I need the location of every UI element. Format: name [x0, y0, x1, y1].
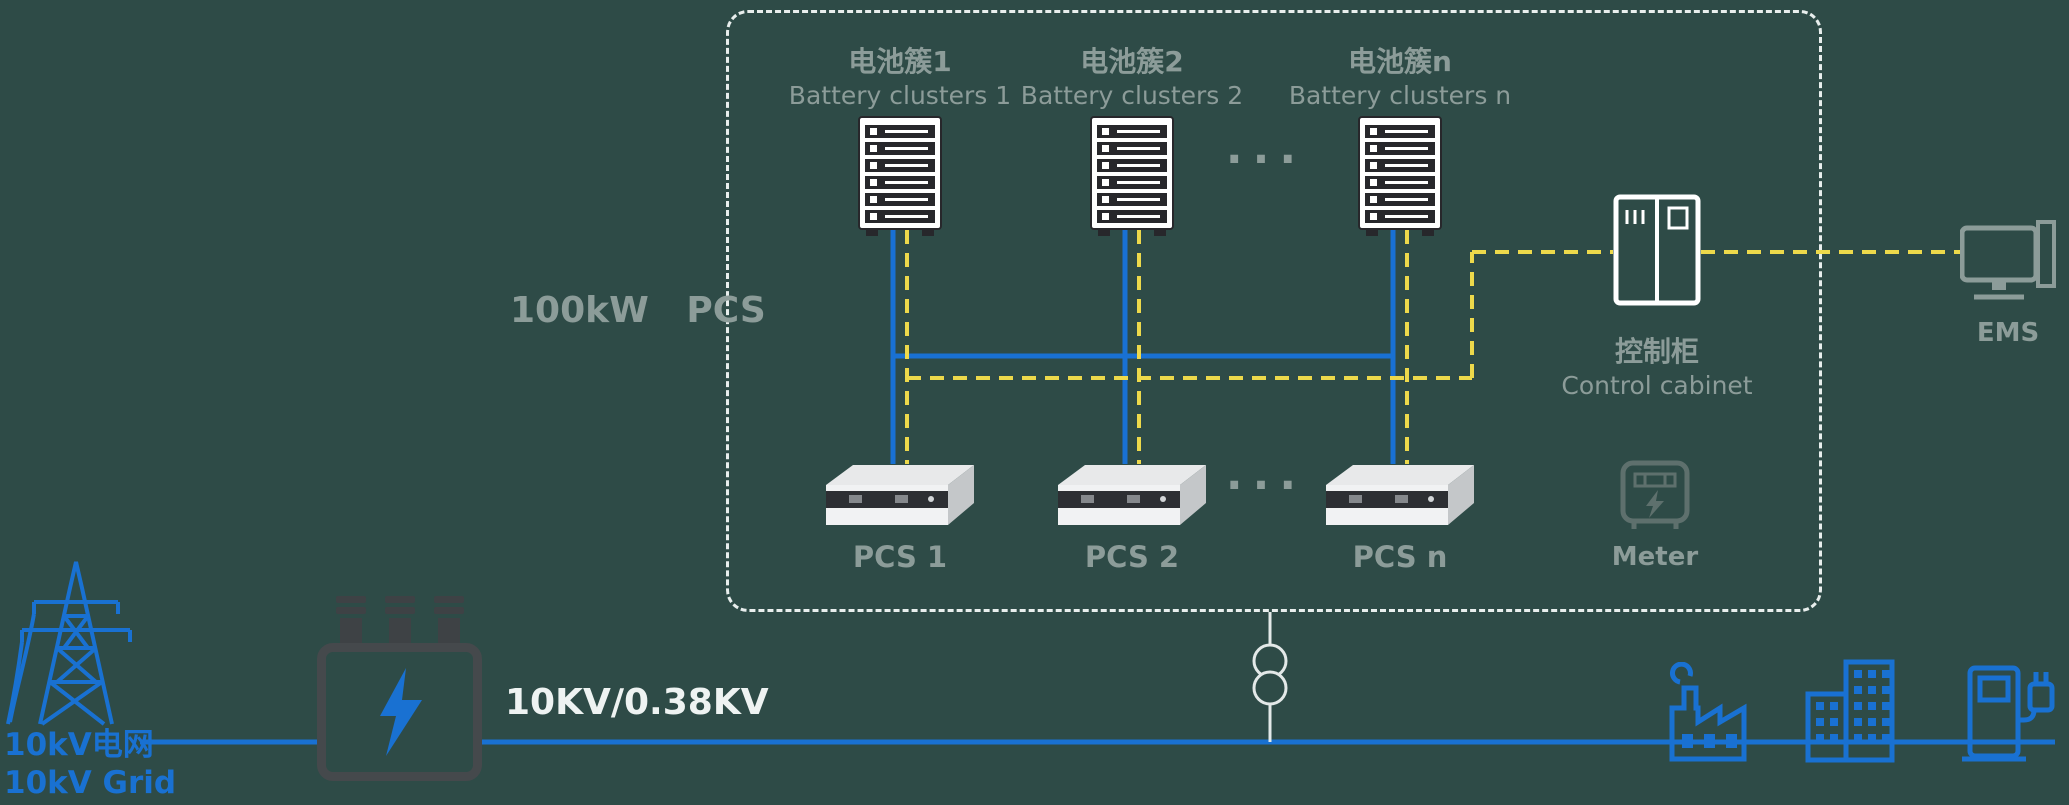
lightning-bolt-icon — [370, 667, 430, 757]
control-cabinet-label-en: Control cabinet — [1561, 371, 1753, 400]
transmission-tower-icon — [6, 554, 156, 726]
transformer-voltage-label: 10KV/0.38KV — [505, 682, 769, 723]
control-cabinet-label: 控制柜 Control cabinet — [1507, 334, 1807, 402]
battery-cluster-1-label: 电池簇1 Battery clusters 1 — [750, 44, 1050, 112]
control-cabinet-label-cn: 控制柜 — [1614, 335, 1699, 368]
battery-cluster-2-label-en: Battery clusters 2 — [1020, 81, 1244, 110]
grid-label: 10kV电网 10kV Grid — [4, 726, 244, 802]
battery-cluster-1-label-cn: 电池簇1 — [848, 45, 952, 78]
dc-power-lines — [890, 230, 1396, 464]
ems-computer-icon — [1960, 220, 2056, 304]
transformer-bushing-icon — [434, 596, 464, 644]
battery-cluster-n-label: 电池簇n Battery clusters n — [1250, 44, 1550, 112]
transformer-icon — [317, 643, 482, 781]
comm-lines — [905, 230, 1962, 464]
pcs-unit-icon — [1325, 464, 1475, 526]
coupling-circle-bottom — [1252, 670, 1288, 706]
pcs-1-label: PCS 1 — [852, 540, 948, 574]
battery-rack-icon — [1090, 116, 1174, 236]
transformer-bushing-icon — [336, 596, 366, 644]
battery-rack-icon — [858, 116, 942, 236]
battery-cluster-n-label-en: Battery clusters n — [1288, 81, 1512, 110]
battery-cluster-1-label-en: Battery clusters 1 — [788, 81, 1012, 110]
pcs-group-label: 100kW PCS — [510, 290, 766, 331]
grid-label-en: 10kV Grid — [4, 765, 177, 801]
pcs-ellipsis: ··· — [1225, 460, 1307, 511]
battery-rack-icon — [1358, 116, 1442, 236]
meter-icon — [1620, 460, 1690, 532]
buildings-icon — [1802, 658, 1914, 764]
battery-cluster-n-label-cn: 电池簇n — [1348, 45, 1452, 78]
cluster-ellipsis: ··· — [1225, 134, 1307, 185]
grid-label-cn: 10kV电网 — [4, 727, 154, 763]
transformer-bushing-icon — [385, 596, 415, 644]
control-cabinet-icon — [1613, 194, 1701, 306]
ev-charger-icon — [1962, 662, 2060, 762]
ems-label: EMS — [1976, 318, 2040, 348]
pcs-unit-icon — [1057, 464, 1207, 526]
pcs-unit-icon — [825, 464, 975, 526]
pcs-system-boundary — [726, 10, 1822, 612]
factory-icon — [1664, 662, 1750, 762]
pcs-n-label: PCS n — [1352, 540, 1448, 574]
pcs-2-label: PCS 2 — [1084, 540, 1180, 574]
battery-cluster-2-label-cn: 电池簇2 — [1080, 45, 1184, 78]
battery-cluster-2-label: 电池簇2 Battery clusters 2 — [982, 44, 1282, 112]
meter-label: Meter — [1611, 542, 1699, 572]
